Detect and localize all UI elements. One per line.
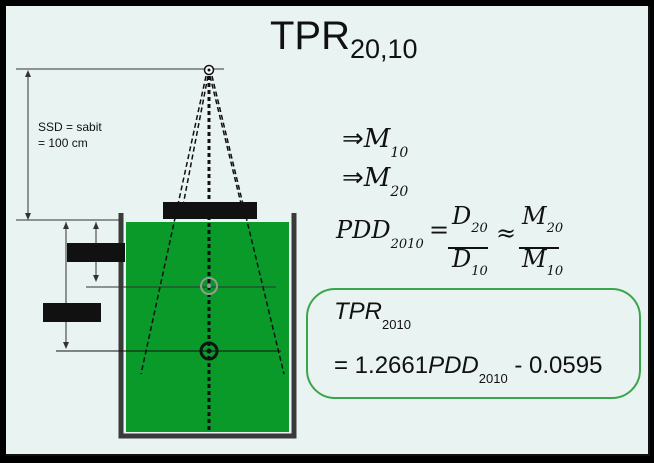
ssd-label: SSD = sabit = 100 cm [38,120,102,150]
frac2-denominator: M10 [522,245,564,279]
tpr-setup-diagram [16,64,641,439]
beam-left-outer [140,75,207,375]
measurement-m20: ⇒M20 [342,163,409,200]
beam-right-outer [211,75,285,375]
ssd-arrow-top [25,70,31,77]
tpr-rhs: = 1.2661PDD2010 - 0.0595 [334,352,603,386]
pdd-lhs: PDD2010 [336,216,424,252]
pdd-approx: ≈ [496,219,517,247]
frac1-denominator: D10 [452,245,488,279]
detector-20cm-icon [199,341,219,361]
chamber-block-upper [67,243,125,262]
water [126,222,289,432]
page-title: TPR20,10 [270,14,418,64]
tpr-formula-box [306,288,641,399]
measurement-m10: ⇒M10 [342,124,409,161]
tank-walls [118,213,297,439]
frac1-numerator: D20 [452,202,488,236]
beam-right-inner [209,75,245,217]
beam-left-inner [180,75,209,217]
pdd-equals: = [429,216,450,244]
tpr-lhs: TPR2010 [334,298,411,332]
frac2-numerator: M20 [522,202,564,236]
surface-block [163,202,257,219]
chamber-block-lower [43,303,101,322]
detector-10cm-icon [200,277,218,295]
ssd-arrow-bottom [25,213,31,220]
slide: TPR20,10 SSD = sabit = 100 cm ⇒M10 ⇒M20 … [6,6,650,456]
